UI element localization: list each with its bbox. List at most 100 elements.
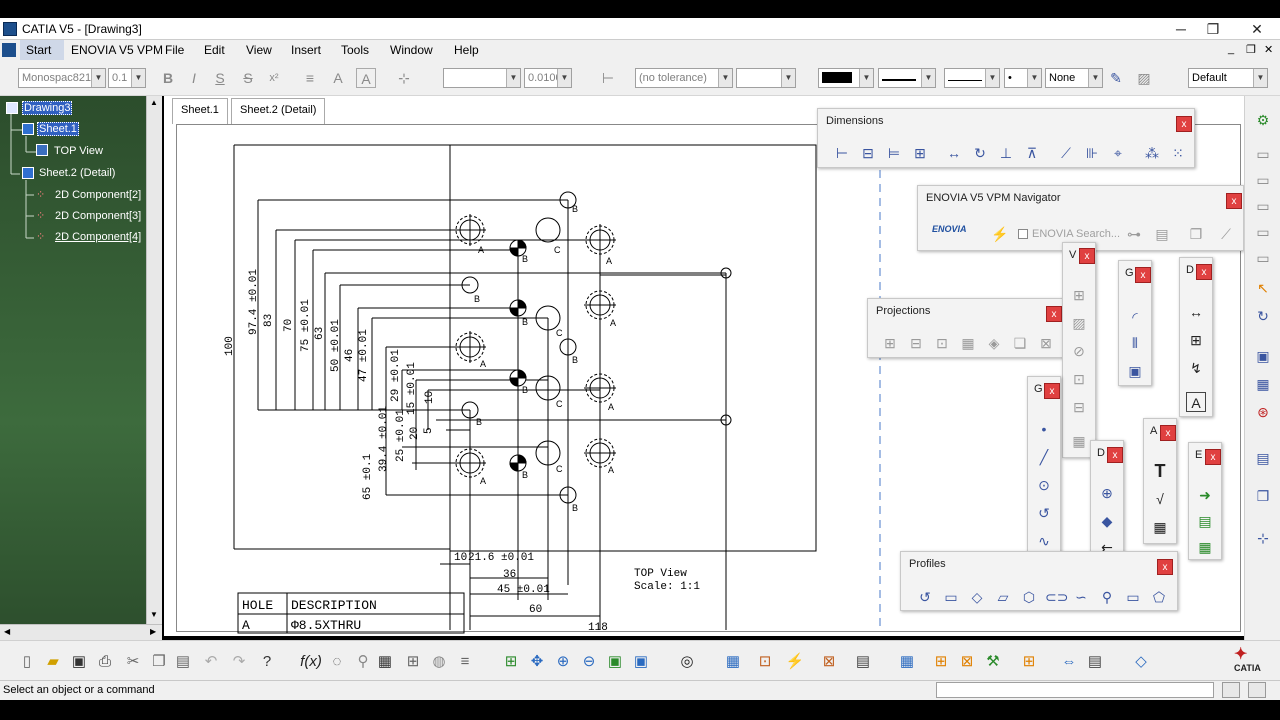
isometric-view-icon[interactable]: ◈: [988, 335, 1000, 351]
properties-icon[interactable]: ≡: [460, 653, 470, 670]
tree-node-sheet2[interactable]: Sheet.2 (Detail): [39, 167, 116, 179]
sketch-tools-icon[interactable]: ▭: [1256, 172, 1270, 188]
hexagon-icon[interactable]: ⬡: [1022, 589, 1036, 605]
projection-view-icon[interactable]: ⊡: [936, 335, 948, 351]
menu-tools[interactable]: Tools: [341, 43, 370, 57]
enovia-copy-icon[interactable]: ❐: [1189, 226, 1203, 242]
resize-icon[interactable]: ⇔: [1061, 653, 1077, 670]
linetype-combo[interactable]: ▼: [878, 68, 936, 88]
tolerance-icon[interactable]: ⊢: [601, 70, 615, 86]
enovia-connect-icon[interactable]: ⚡: [991, 226, 1009, 242]
corner-icon[interactable]: ◜: [1132, 309, 1138, 325]
hole-c[interactable]: [535, 440, 561, 466]
font-combo[interactable]: Monospac821▼: [18, 68, 106, 88]
menu-start[interactable]: Start: [26, 43, 52, 57]
filter-icon[interactable]: ⊠: [960, 653, 974, 670]
breakout-view-icon[interactable]: ▦: [1072, 433, 1086, 449]
dock-icon[interactable]: ▤: [1087, 653, 1103, 670]
grid-toggle-icon[interactable]: ▦: [725, 653, 741, 670]
doc-close-button[interactable]: ✕: [1264, 44, 1274, 56]
grid-icon[interactable]: ▭: [1256, 198, 1270, 214]
close-icon[interactable]: x: [1107, 447, 1123, 463]
select-arrow-icon[interactable]: ↖: [1257, 280, 1269, 296]
knowledge-icon[interactable]: ⚲: [357, 653, 369, 670]
hole-c[interactable]: [535, 217, 561, 243]
copy-sheet-icon[interactable]: ❐: [1256, 488, 1270, 504]
close-icon[interactable]: x: [1157, 559, 1173, 575]
unfolded-view-icon[interactable]: ⊟: [910, 335, 922, 351]
menu-view[interactable]: View: [246, 43, 272, 57]
thickness-combo[interactable]: ▼: [944, 68, 1000, 88]
tree-vertical-scrollbar[interactable]: ▲ ▼: [146, 96, 162, 624]
constraint-icon[interactable]: ▭: [1256, 250, 1270, 266]
spline-icon[interactable]: ∿: [1038, 533, 1050, 549]
elongated-hole-icon[interactable]: ⬠: [1152, 589, 1166, 605]
tree-node-top-view[interactable]: TOP View: [54, 145, 103, 157]
advanced-view-icon[interactable]: ❏: [1013, 335, 1027, 351]
parallelogram-icon[interactable]: ▱: [997, 589, 1009, 605]
detail-view-icon[interactable]: ⊘: [1073, 343, 1085, 359]
balloon-icon[interactable]: ⊞: [1190, 332, 1202, 348]
chained-dimension-icon[interactable]: ⊟: [862, 145, 874, 161]
pattern-combo[interactable]: None▼: [1045, 68, 1103, 88]
section-view-icon[interactable]: ⊞: [1073, 287, 1085, 303]
doc-minimize-button[interactable]: _: [1228, 43, 1235, 55]
formula-icon[interactable]: f(x): [300, 653, 322, 670]
clipping-view-icon[interactable]: ⊡: [1073, 371, 1085, 387]
enovia-link-icon[interactable]: ⟋: [1221, 226, 1231, 242]
italic-button[interactable]: I: [192, 70, 196, 86]
cumulated-dimension-icon[interactable]: ⊨: [887, 145, 901, 161]
print-icon[interactable]: ⎙: [98, 653, 111, 670]
front-view-icon[interactable]: ⊞: [884, 335, 896, 351]
enovia-doc-icon[interactable]: ▤: [1155, 226, 1169, 242]
radius-dimension-icon[interactable]: ⊥: [999, 145, 1013, 161]
enovia-search-checkbox[interactable]: [1018, 229, 1028, 239]
scroll-down-icon[interactable]: ▼: [150, 610, 158, 619]
close-icon[interactable]: x: [1196, 264, 1212, 280]
hole-b[interactable]: [559, 338, 577, 356]
zoom-area-icon[interactable]: ▣: [607, 653, 623, 670]
grid-display-icon[interactable]: ▦: [899, 653, 915, 670]
text-frame-icon[interactable]: A: [333, 70, 343, 86]
bold-button[interactable]: B: [162, 70, 174, 86]
translate-icon[interactable]: ▣: [1128, 363, 1142, 379]
table-icon[interactable]: ▦: [1153, 519, 1167, 535]
tolerance-value-combo[interactable]: ▼: [736, 68, 796, 88]
coordinate-dimension-icon[interactable]: ⌖: [1114, 145, 1122, 161]
table-editor-icon[interactable]: ▦: [377, 653, 393, 670]
drafting-workbench-icon[interactable]: ⚙: [1256, 112, 1270, 128]
status-button-2[interactable]: [1248, 682, 1266, 698]
layer-combo[interactable]: Default▼: [1188, 68, 1268, 88]
close-icon[interactable]: x: [1176, 116, 1192, 132]
arrow-dimension-icon[interactable]: ↔: [1189, 304, 1203, 320]
center-line-icon[interactable]: ⊕: [1101, 485, 1113, 501]
tab-sheet1[interactable]: Sheet.1: [172, 98, 228, 124]
keyhole-icon[interactable]: ⚲: [1101, 589, 1113, 605]
precision-combo[interactable]: 0.0100▼: [524, 68, 572, 88]
minimize-button[interactable]: ─: [1176, 21, 1186, 37]
slot-icon[interactable]: ⊂⊃: [1045, 589, 1069, 605]
menu-file[interactable]: File: [165, 43, 185, 57]
superscript-button[interactable]: x²: [269, 72, 279, 84]
view-icon[interactable]: ▣: [1256, 348, 1270, 364]
table-edit-icon[interactable]: ▤: [1198, 513, 1212, 529]
axis-icon[interactable]: ⊹: [1257, 530, 1269, 546]
sketch-icon[interactable]: ▭: [1256, 146, 1270, 162]
save-icon[interactable]: ▣: [71, 653, 87, 670]
cylindrical-slot-icon[interactable]: ▭: [1126, 589, 1140, 605]
profile-tool-icon[interactable]: ↺: [919, 589, 931, 605]
symmetry-icon[interactable]: ⫴: [1132, 335, 1138, 351]
command-input[interactable]: [936, 682, 1214, 698]
close-icon[interactable]: x: [1046, 306, 1062, 322]
menu-enovia[interactable]: ENOVIA V5 VPM: [71, 43, 164, 57]
new-icon[interactable]: ▯: [22, 653, 32, 670]
status-button-1[interactable]: [1222, 682, 1240, 698]
close-icon[interactable]: x: [1079, 248, 1095, 264]
tree-node-component4[interactable]: 2D Component[4]: [55, 231, 142, 243]
frame-title-icon[interactable]: ⊛: [1257, 404, 1269, 420]
fit-all-icon[interactable]: ⊞: [504, 653, 518, 670]
analysis-icon[interactable]: ⊞: [406, 653, 420, 670]
reference-point[interactable]: [720, 414, 732, 426]
curved-slot-icon[interactable]: ∽: [1075, 589, 1087, 605]
section-cut-icon[interactable]: ▨: [1072, 315, 1086, 331]
